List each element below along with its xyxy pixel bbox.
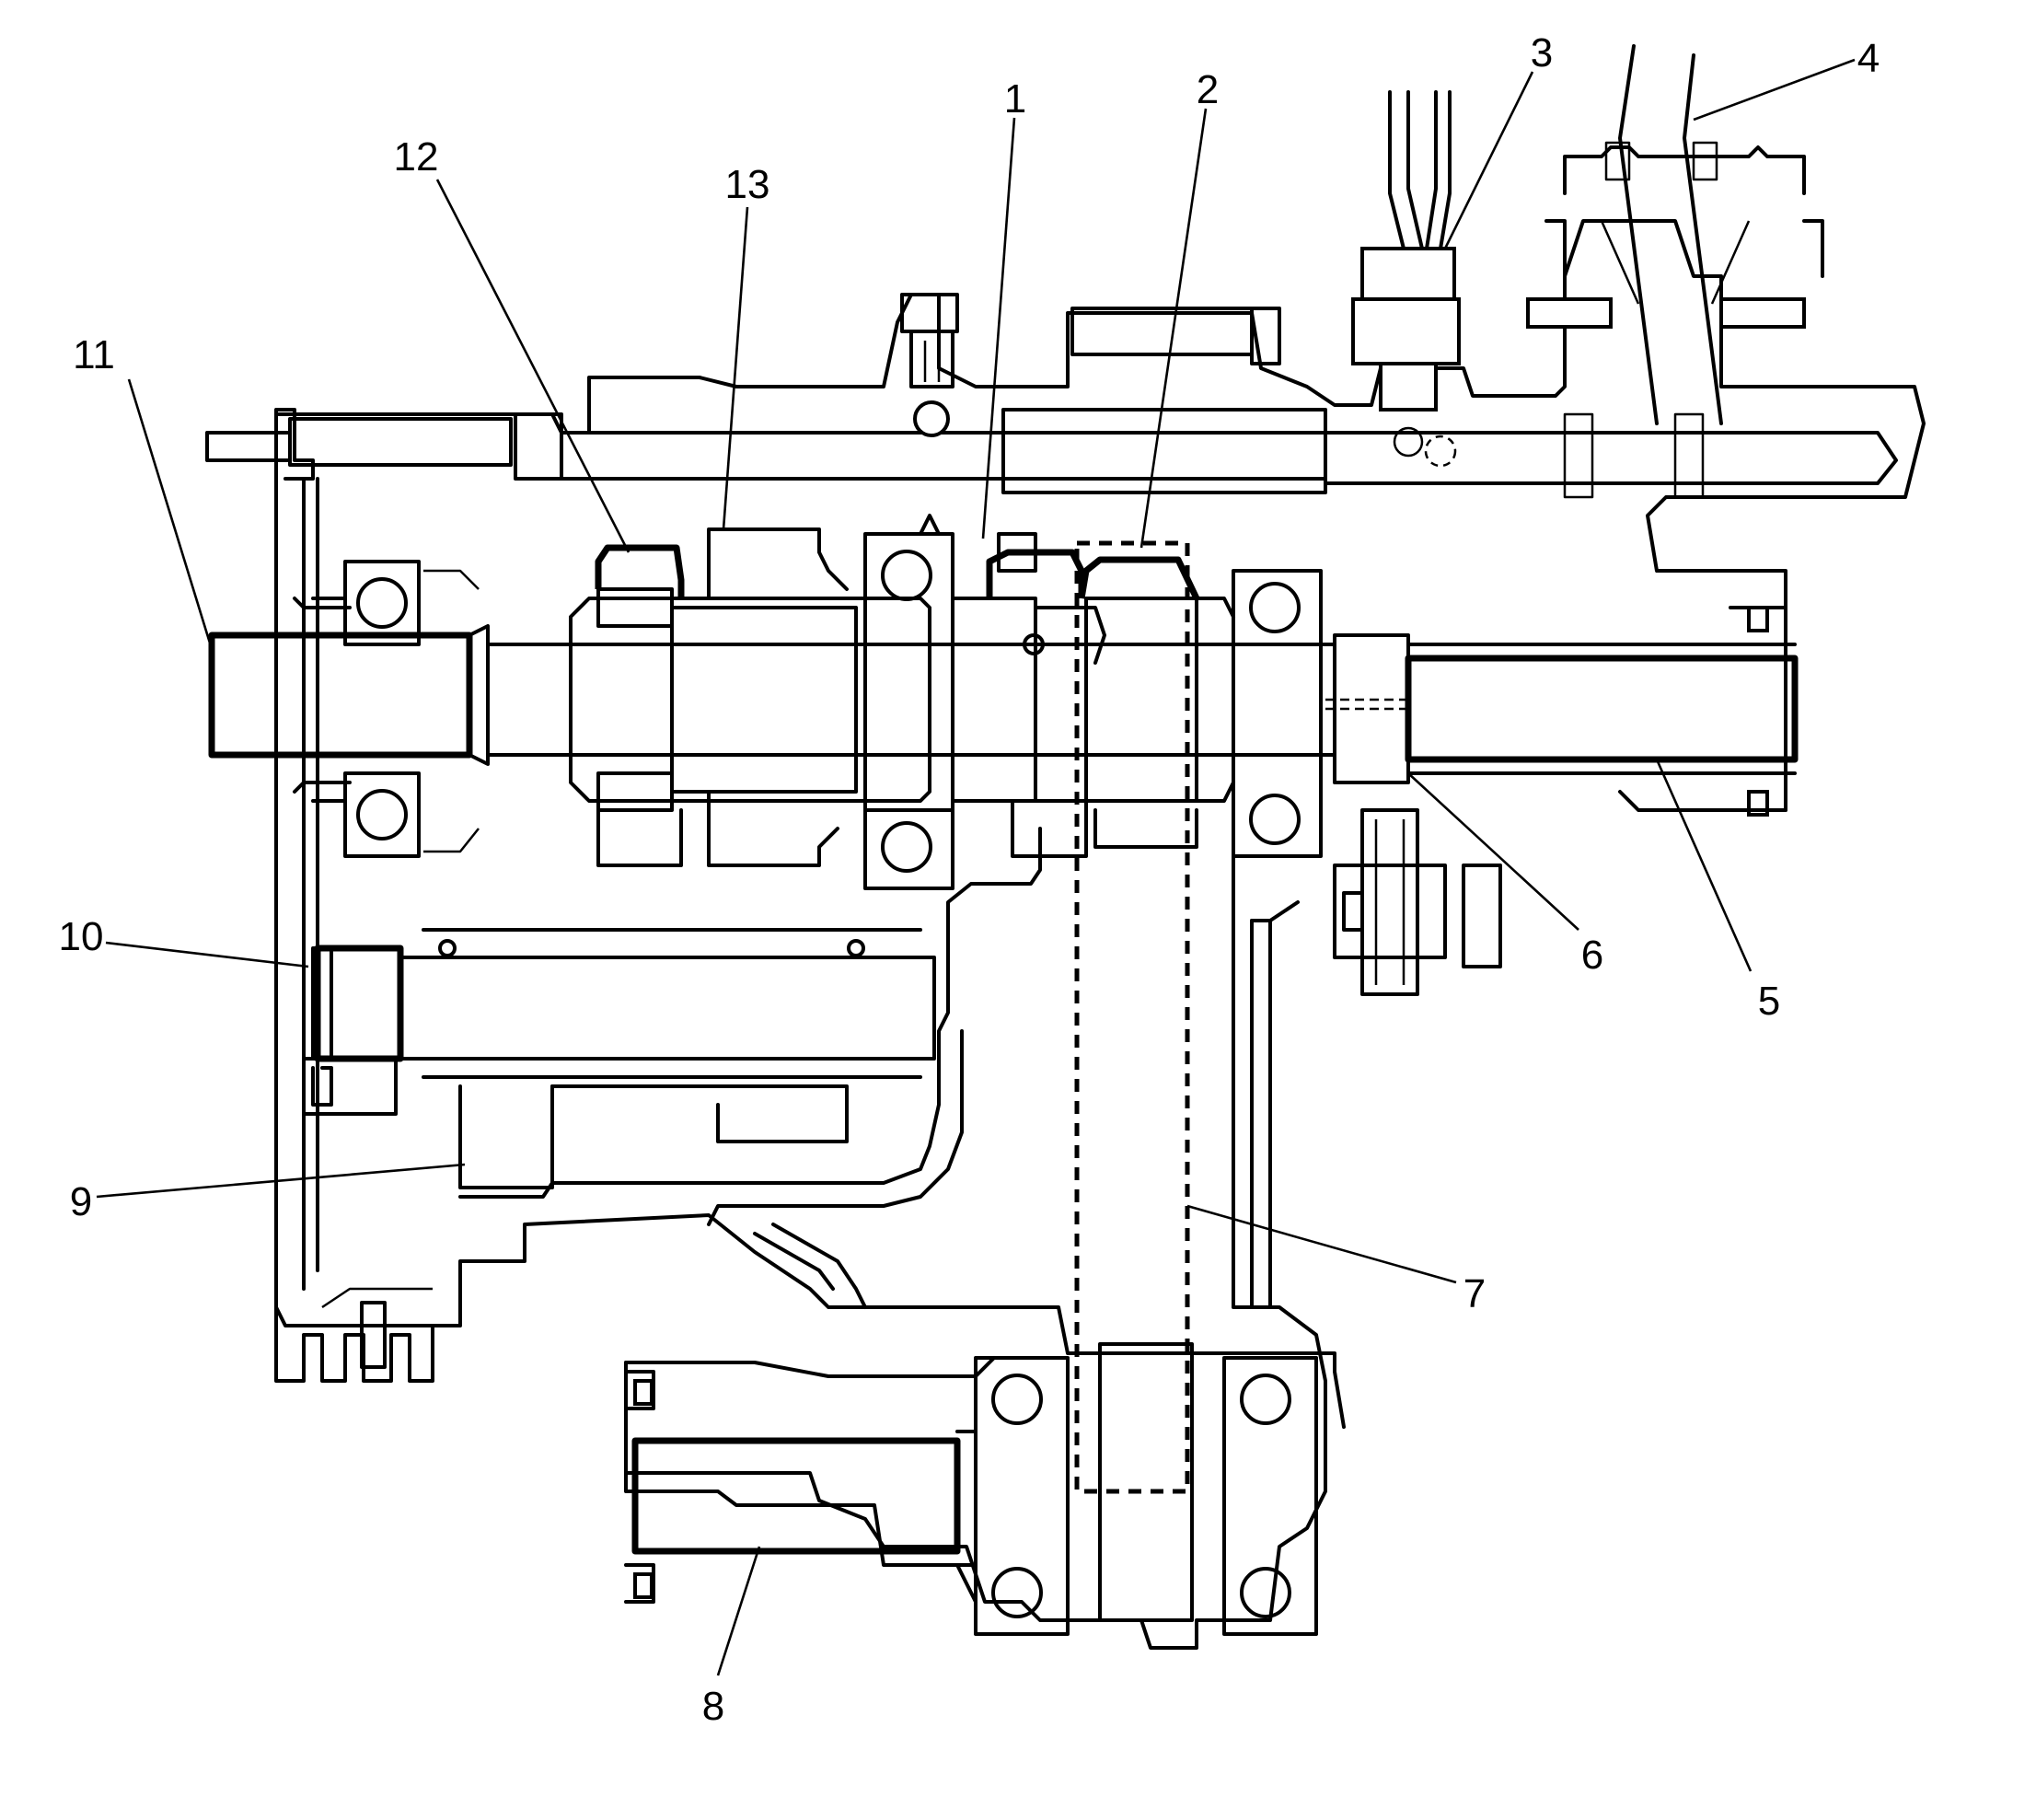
- input-shaft: [208, 597, 573, 794]
- callout-11: 11: [73, 332, 115, 377]
- leader-4: [1693, 58, 1856, 122]
- leader-11: [127, 378, 214, 650]
- leader-8: [716, 1546, 761, 1676]
- callout-12: 12: [394, 134, 439, 180]
- drive-sprocket: [1078, 556, 1235, 849]
- countershaft: [302, 928, 936, 1189]
- callout-2: 2: [1197, 67, 1219, 112]
- callout-13: 13: [725, 162, 770, 207]
- main-shaft: [569, 633, 1413, 784]
- callout-9: 9: [70, 1179, 92, 1224]
- leader-13: [722, 206, 749, 530]
- callout-3: 3: [1531, 30, 1553, 75]
- callout-leaders: [96, 58, 1856, 1676]
- callout-10: 10: [59, 914, 104, 959]
- oil-pump: [1333, 808, 1502, 996]
- leader-12: [435, 179, 630, 553]
- speed-sensor: [1351, 90, 1461, 412]
- callout-4: 4: [1857, 36, 1880, 81]
- front-output-shaft: [624, 1342, 1318, 1636]
- leader-7: [1186, 1204, 1457, 1284]
- leader-1: [981, 117, 1016, 539]
- callout-8: 8: [702, 1684, 724, 1729]
- drive-chain: [1074, 540, 1190, 1494]
- housing-outline: [274, 219, 1926, 1650]
- callout-1: 1: [1004, 76, 1026, 122]
- rear-bearing: [1232, 569, 1323, 858]
- shift-rail: [205, 408, 1898, 499]
- leader-6: [1407, 772, 1579, 931]
- input-bearing: [311, 560, 480, 858]
- leader-3: [1443, 71, 1534, 249]
- shift-lever: [1526, 44, 1824, 425]
- leader-2: [1139, 108, 1208, 549]
- leader-5: [1655, 759, 1753, 972]
- leader-10: [105, 941, 309, 968]
- housing-bolts: [900, 293, 1281, 437]
- callout-5: 5: [1758, 979, 1780, 1024]
- rear-output-shaft: [1405, 606, 1799, 817]
- leader-9: [96, 1163, 466, 1199]
- mode-hub: [951, 532, 1106, 858]
- callout-6: 6: [1581, 933, 1603, 978]
- callout-labels: 1 2 3 4 5 6 7 8 9 10 11 12 13: [59, 30, 1880, 1729]
- range-gear: [569, 527, 931, 867]
- callout-7: 7: [1463, 1271, 1486, 1316]
- center-bearings: [863, 514, 954, 890]
